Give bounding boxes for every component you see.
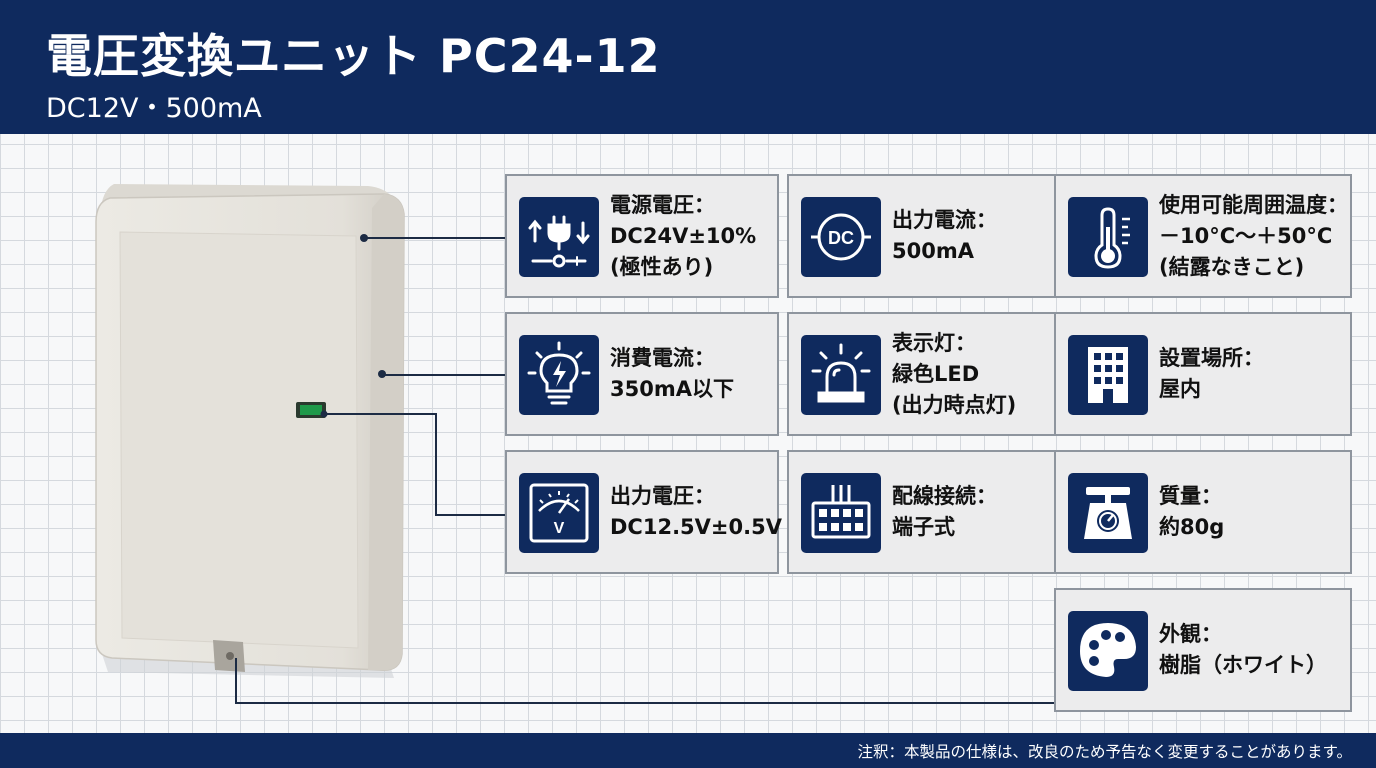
- spec-value: DC24V±10%: [610, 224, 757, 248]
- spec-label: 外観：: [1159, 622, 1222, 646]
- dc-current-icon: DC: [801, 197, 881, 277]
- building-icon: [1068, 335, 1148, 415]
- spec-value: (極性あり): [610, 255, 714, 279]
- spec-label: 出力電圧：: [610, 484, 715, 508]
- weighing-scale-icon: [1068, 473, 1148, 553]
- spec-value: 端子式: [892, 515, 955, 539]
- spec-label: 使用可能周囲温度：: [1159, 193, 1348, 217]
- spec-value: 500mA: [892, 239, 974, 263]
- header-bar: 電圧変換ユニット PC24-12 DC12V・500mA: [0, 0, 1376, 134]
- palette-icon: [1068, 611, 1148, 691]
- footer-bar: 注釈：本製品の仕様は、改良のため予告なく変更することがあります。: [0, 733, 1376, 768]
- indicator-lamp-icon: [801, 335, 881, 415]
- spec-card-weight: 質量： 約80g: [1054, 450, 1352, 574]
- spec-value: 350mA以下: [610, 377, 734, 401]
- spec-value: (出力時点灯): [892, 393, 1017, 417]
- spec-value: (結露なきこと): [1159, 255, 1305, 279]
- spec-value: 樹脂（ホワイト）: [1159, 653, 1327, 677]
- spec-value: DC12.5V±0.5V: [610, 515, 782, 539]
- spec-label: 質量：: [1159, 484, 1222, 508]
- spec-value: 屋内: [1159, 377, 1201, 401]
- spec-label: 配線接続：: [892, 484, 997, 508]
- spec-label: 出力電流：: [892, 208, 997, 232]
- thermometer-icon: [1068, 197, 1148, 277]
- svg-text:V: V: [554, 520, 565, 537]
- footer-note: 注釈：本製品の仕様は、改良のため予告なく変更することがあります。: [857, 743, 1352, 761]
- spec-card-location: 設置場所： 屋内: [1054, 312, 1352, 436]
- spec-card-ambient-temp: 使用可能周囲温度： －10°C～＋50°C (結露なきこと): [1054, 174, 1352, 298]
- page-title: 電圧変換ユニット PC24-12: [46, 29, 661, 83]
- spec-card-output-voltage: V 出力電圧： DC12.5V±0.5V: [505, 450, 782, 574]
- spec-value: 緑色LED: [892, 362, 980, 386]
- spec-card-output-current: DC 出力電流： 500mA: [787, 174, 1061, 298]
- spec-card-appearance: 外観： 樹脂（ホワイト）: [1054, 588, 1352, 712]
- terminal-block-icon: [801, 473, 881, 553]
- lightbulb-bolt-icon: [519, 335, 599, 415]
- spec-label: 表示灯：: [892, 331, 976, 355]
- svg-text:DC: DC: [828, 228, 854, 248]
- spec-label: 設置場所：: [1159, 346, 1264, 370]
- power-plug-icon: [519, 197, 599, 277]
- product-image: [95, 184, 405, 678]
- spec-card-consumption-current: 消費電流： 350mA以下: [505, 312, 779, 436]
- voltmeter-icon: V: [519, 473, 599, 553]
- page-subtitle: DC12V・500mA: [46, 93, 262, 124]
- spec-label: 電源電圧：: [610, 193, 715, 217]
- spec-value: 約80g: [1159, 515, 1225, 539]
- spec-card-wiring: 配線接続： 端子式: [787, 450, 1061, 574]
- spec-value: －10°C～＋50°C: [1159, 224, 1333, 248]
- spec-label: 消費電流：: [610, 346, 715, 370]
- spec-card-power-voltage: 電源電圧： DC24V±10% (極性あり): [505, 174, 779, 298]
- spec-card-indicator: 表示灯： 緑色LED (出力時点灯): [787, 312, 1061, 436]
